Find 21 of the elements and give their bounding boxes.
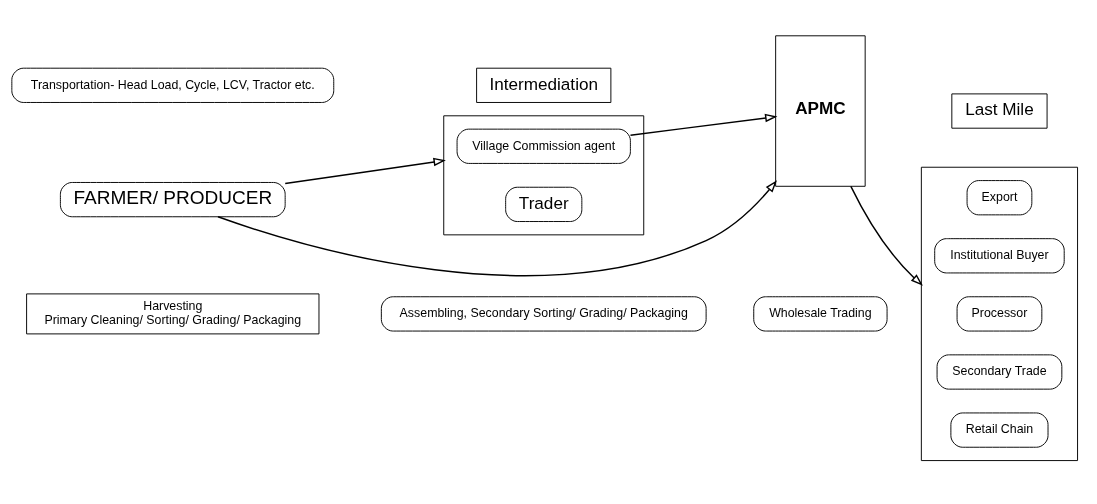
node-box: Processor [956,296,1043,332]
node-box: Wholesale Trading [753,296,888,332]
node-box: Retail Chain [950,412,1049,448]
node-box: APMC [775,35,866,187]
node-box: Transportation- Head Load, Cycle, LCV, Tractor etc. [11,67,335,103]
node-box: Secondary Trade [936,354,1063,390]
arrow [284,157,446,185]
node-box: Institutional Buyer [934,238,1065,274]
cluster [443,115,645,236]
cluster [920,166,1079,462]
node-box: Export [966,180,1033,216]
node-box: FARMER/ PRODUCER [59,182,286,218]
node-box: Harvesting Primary Cleaning/ Sorting/ Grading/ Packaging [26,293,320,335]
node-box: Assembling, Secondary Sorting/ Grading/ Packaging [380,296,707,332]
node-box: Village Commission agent [456,128,631,164]
node-box: Intermediation [476,67,612,103]
arrow [217,180,777,277]
node-box: Trader [505,186,583,222]
arrow [629,113,778,136]
arrow [850,185,923,286]
node-box: Last Mile [951,93,1048,129]
